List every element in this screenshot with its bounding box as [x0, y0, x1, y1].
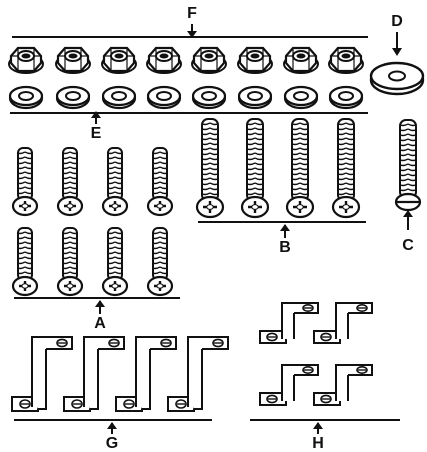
slotted-screw: [396, 120, 420, 210]
flat-washer-8: [330, 87, 362, 108]
label-d: D: [391, 13, 403, 30]
short-screw-8: [148, 228, 172, 295]
label-h: H: [312, 435, 324, 452]
hex-nut-2: [56, 48, 90, 73]
short-screw-2: [58, 148, 82, 215]
group-e-indicator: E: [10, 111, 368, 142]
flat-washer-6: [239, 87, 271, 108]
label-a: A: [94, 315, 106, 332]
hex-nut-5: [192, 48, 226, 73]
group-c: C: [396, 120, 420, 254]
z-bracket-h-2: [314, 303, 372, 343]
flat-washer-5: [193, 87, 225, 108]
long-screw-1: [197, 119, 223, 217]
group-f-indicator: F: [12, 5, 368, 38]
short-screw-1: [13, 148, 37, 215]
long-screws-group: [197, 119, 359, 217]
short-screw-5: [13, 228, 37, 295]
group-d: D: [371, 13, 423, 94]
short-screws-group: [13, 148, 172, 295]
label-c: C: [402, 237, 414, 254]
long-screw-2: [242, 119, 268, 217]
hex-nut-7: [284, 48, 318, 73]
label-g: G: [106, 435, 118, 452]
flat-washer-3: [103, 87, 135, 108]
group-h-indicator: H: [250, 420, 400, 452]
hex-nut-3: [102, 48, 136, 73]
hex-nuts-row: [9, 48, 363, 73]
z-bracket-h-4: [314, 365, 372, 405]
short-screw-7: [103, 228, 127, 295]
flat-washer-4: [148, 87, 180, 108]
group-b-indicator: B: [198, 222, 366, 256]
hex-nut-6: [238, 48, 272, 73]
group-a-indicator: A: [14, 298, 180, 332]
z-bracket-h-3: [260, 365, 318, 405]
hex-nut-8: [329, 48, 363, 73]
long-screw-4: [333, 119, 359, 217]
hex-nut-1: [9, 48, 43, 73]
z-brackets-g-group: [12, 337, 228, 411]
flat-washers-row: [10, 87, 362, 108]
long-screw-3: [287, 119, 313, 217]
short-screw-3: [103, 148, 127, 215]
short-screw-4: [148, 148, 172, 215]
z-bracket-h-1: [260, 303, 318, 343]
short-screw-6: [58, 228, 82, 295]
z-brackets-h-group: [260, 303, 372, 405]
label-e: E: [91, 125, 102, 142]
flat-washer-2: [57, 87, 89, 108]
hex-nut-4: [147, 48, 181, 73]
flat-washer-7: [285, 87, 317, 108]
group-g-indicator: G: [14, 420, 212, 452]
large-washer: [371, 63, 423, 94]
label-b: B: [279, 239, 291, 256]
label-f: F: [187, 5, 197, 22]
flat-washer-1: [10, 87, 42, 108]
